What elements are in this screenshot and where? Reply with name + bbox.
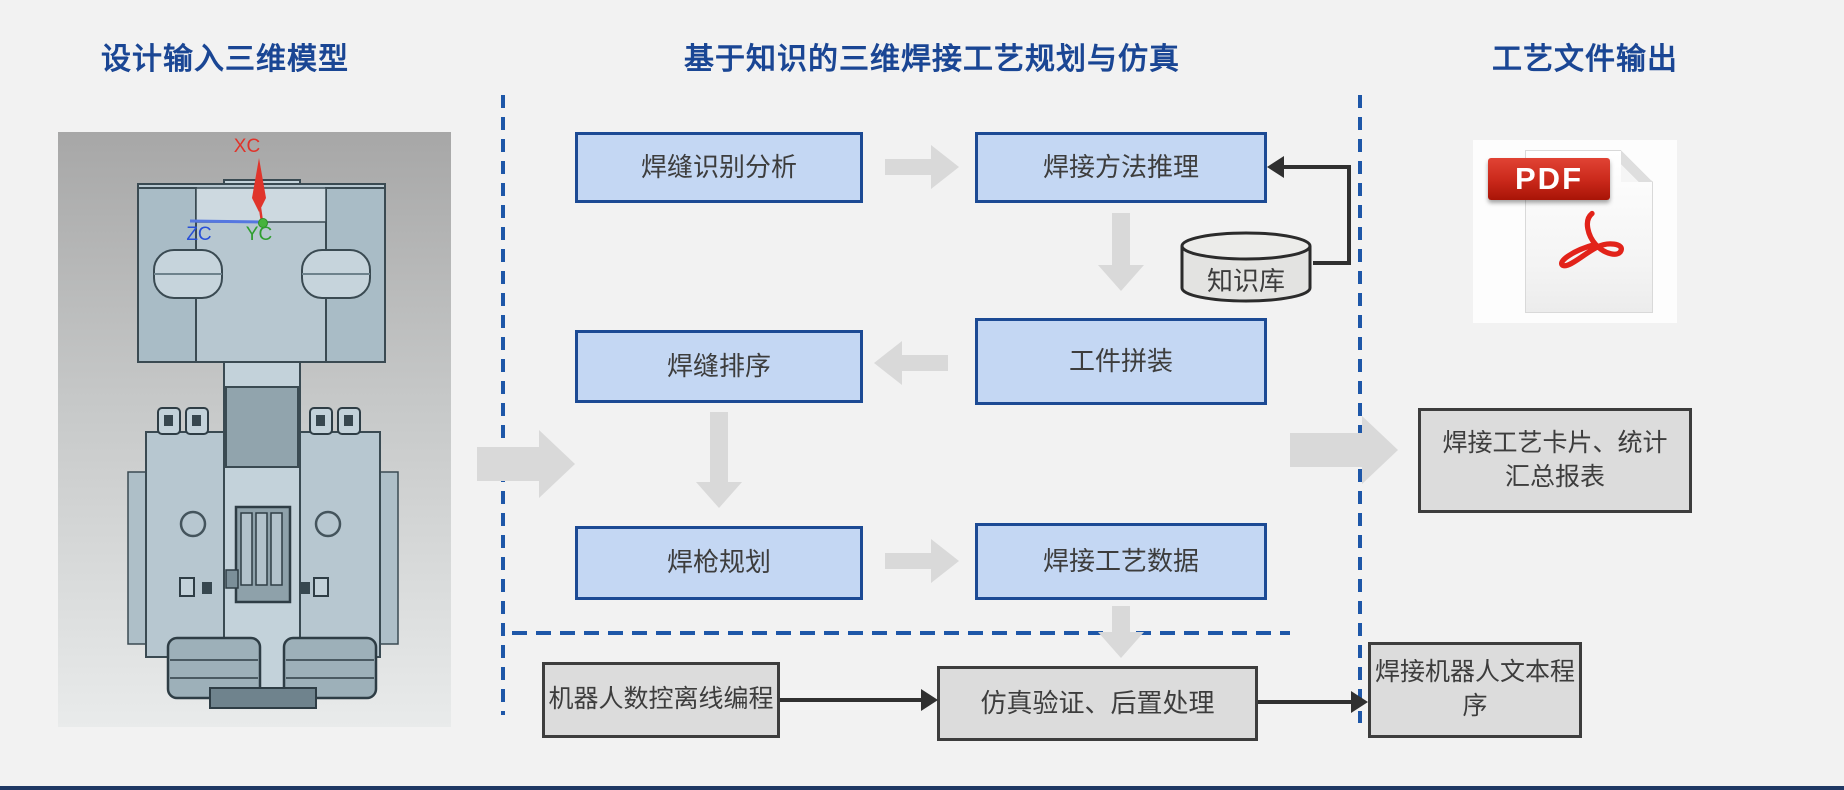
section-title-output: 工艺文件输出 [1492, 43, 1678, 76]
axis-label-xc: XC [234, 136, 260, 157]
divider-left-dashed [501, 95, 505, 715]
acrobat-logo-icon [1548, 199, 1636, 295]
section-title-design-input: 设计输入三维模型 [101, 43, 349, 76]
flow-box-workpiece-assembly: 工件拼装 [975, 318, 1267, 405]
knowledge-base-label: 知识库 [1206, 266, 1285, 296]
connector-arrowhead [1267, 156, 1284, 178]
arrow-torch-to-process-data [885, 539, 962, 583]
flow-box-torch-planning: 焊枪规划 [575, 526, 863, 600]
axis-origin-dot [258, 218, 268, 228]
axis-label-zc: ZC [186, 224, 211, 245]
page-fold-corner [1621, 150, 1653, 182]
arrow-reasoning-to-assembly [1098, 213, 1144, 291]
arrow-planning-to-output [1290, 416, 1401, 484]
pdf-banner: PDF [1488, 158, 1610, 200]
cylinder-shape [1180, 231, 1312, 303]
axis-xc-arrow [252, 158, 266, 212]
arrow-process-data-to-simulation [1098, 606, 1144, 658]
model-viewport: XC ZC YC [58, 132, 451, 727]
flow-box-welding-process-data: 焊接工艺数据 [975, 523, 1267, 600]
pdf-file-icon: PDF [1473, 140, 1677, 323]
arrow-sequencing-to-torch [696, 412, 742, 508]
knowledge-base-cylinder: 知识库 [1179, 230, 1313, 304]
divider-right-dashed [1358, 95, 1362, 723]
arrow-recognition-to-reasoning [885, 145, 962, 189]
arrow-input-to-planning [477, 430, 578, 498]
axis-zc-line [189, 219, 261, 224]
flow-box-simulation-postprocess: 仿真验证、后置处理 [937, 666, 1258, 741]
model-3d-image: XC ZC YC [127, 136, 399, 709]
output-box-robot-text-program: 焊接机器人文本程序 [1368, 642, 1582, 738]
flow-box-welding-method-reasoning: 焊接方法推理 [975, 132, 1267, 203]
axis-label-yc: YC [246, 224, 272, 245]
output-box-process-cards: 焊接工艺卡片、统计汇总报表 [1418, 408, 1692, 513]
flow-box-offline-programming: 机器人数控离线编程 [542, 662, 780, 738]
flow-box-seam-sequencing: 焊缝排序 [575, 330, 863, 403]
divider-horizontal-dashed [512, 631, 1290, 635]
arrow-assembly-to-sequencing [871, 341, 948, 385]
bottom-border-bar [0, 786, 1844, 790]
section-title-planning: 基于知识的三维焊接工艺规划与仿真 [684, 43, 1180, 76]
flow-box-seam-recognition: 焊缝识别分析 [575, 132, 863, 203]
